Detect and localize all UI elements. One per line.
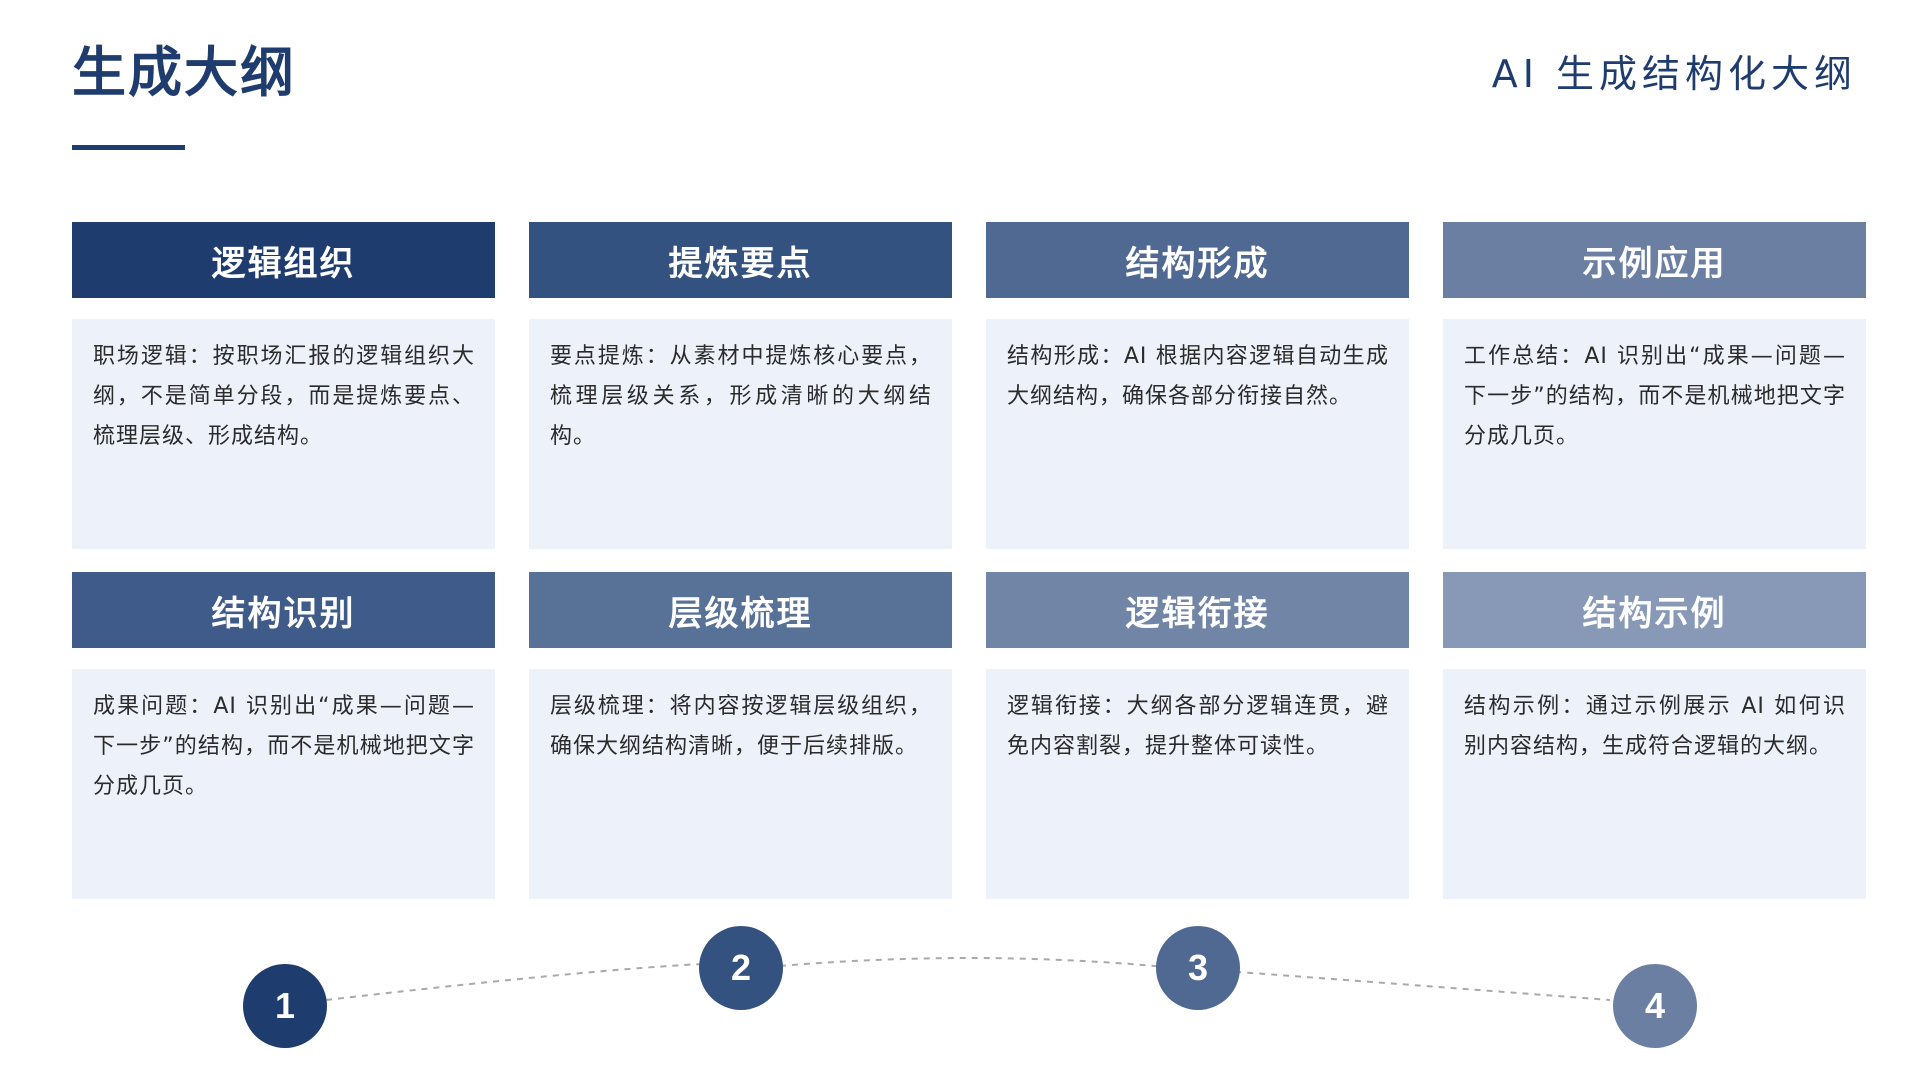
card-example-application: 示例应用 工作总结：AI 识别出“成果—问题—下一步”的结构，而不是机械地把文字…	[1443, 222, 1866, 549]
card-extract-points: 提炼要点 要点提炼：从素材中提炼核心要点，梳理层级关系，形成清晰的大纲结构。	[529, 222, 952, 549]
card-header: 层级梳理	[529, 572, 952, 648]
card-body: 结构形成：AI 根据内容逻辑自动生成大纲结构，确保各部分衔接自然。	[986, 319, 1409, 549]
card-body: 工作总结：AI 识别出“成果—问题—下一步”的结构，而不是机械地把文字分成几页。	[1443, 319, 1866, 549]
page-title: 生成大纲	[72, 41, 296, 104]
timeline-dashed-curve	[325, 957, 1611, 1001]
card-body: 职场逻辑：按职场汇报的逻辑组织大纲，不是简单分段，而是提炼要点、梳理层级、形成结…	[72, 319, 495, 549]
page-subtitle: AI 生成结构化大纲	[1491, 52, 1857, 96]
card-structure-formation: 结构形成 结构形成：AI 根据内容逻辑自动生成大纲结构，确保各部分衔接自然。	[986, 222, 1409, 549]
card-header: 示例应用	[1443, 222, 1866, 298]
step-circle-3: 3	[1156, 926, 1240, 1010]
card-logic-organization: 逻辑组织 职场逻辑：按职场汇报的逻辑组织大纲，不是简单分段，而是提炼要点、梳理层…	[72, 222, 495, 549]
step-circle-4: 4	[1613, 964, 1697, 1048]
step-circle-2: 2	[699, 926, 783, 1010]
card-header: 逻辑组织	[72, 222, 495, 298]
card-header: 逻辑衔接	[986, 572, 1409, 648]
card-body: 结构示例：通过示例展示 AI 如何识别内容结构，生成符合逻辑的大纲。	[1443, 669, 1866, 899]
card-body: 层级梳理：将内容按逻辑层级组织，确保大纲结构清晰，便于后续排版。	[529, 669, 952, 899]
card-body: 逻辑衔接：大纲各部分逻辑连贯，避免内容割裂，提升整体可读性。	[986, 669, 1409, 899]
card-hierarchy-sorting: 层级梳理 层级梳理：将内容按逻辑层级组织，确保大纲结构清晰，便于后续排版。	[529, 572, 952, 899]
card-header: 结构形成	[986, 222, 1409, 298]
card-body: 要点提炼：从素材中提炼核心要点，梳理层级关系，形成清晰的大纲结构。	[529, 319, 952, 549]
card-header: 结构示例	[1443, 572, 1866, 648]
card-header: 提炼要点	[529, 222, 952, 298]
title-underline	[72, 145, 185, 150]
step-circle-1: 1	[243, 964, 327, 1048]
card-structure-example: 结构示例 结构示例：通过示例展示 AI 如何识别内容结构，生成符合逻辑的大纲。	[1443, 572, 1866, 899]
card-header: 结构识别	[72, 572, 495, 648]
card-structure-recognition: 结构识别 成果问题：AI 识别出“成果—问题—下一步”的结构，而不是机械地把文字…	[72, 572, 495, 899]
card-body: 成果问题：AI 识别出“成果—问题—下一步”的结构，而不是机械地把文字分成几页。	[72, 669, 495, 899]
card-logic-connection: 逻辑衔接 逻辑衔接：大纲各部分逻辑连贯，避免内容割裂，提升整体可读性。	[986, 572, 1409, 899]
